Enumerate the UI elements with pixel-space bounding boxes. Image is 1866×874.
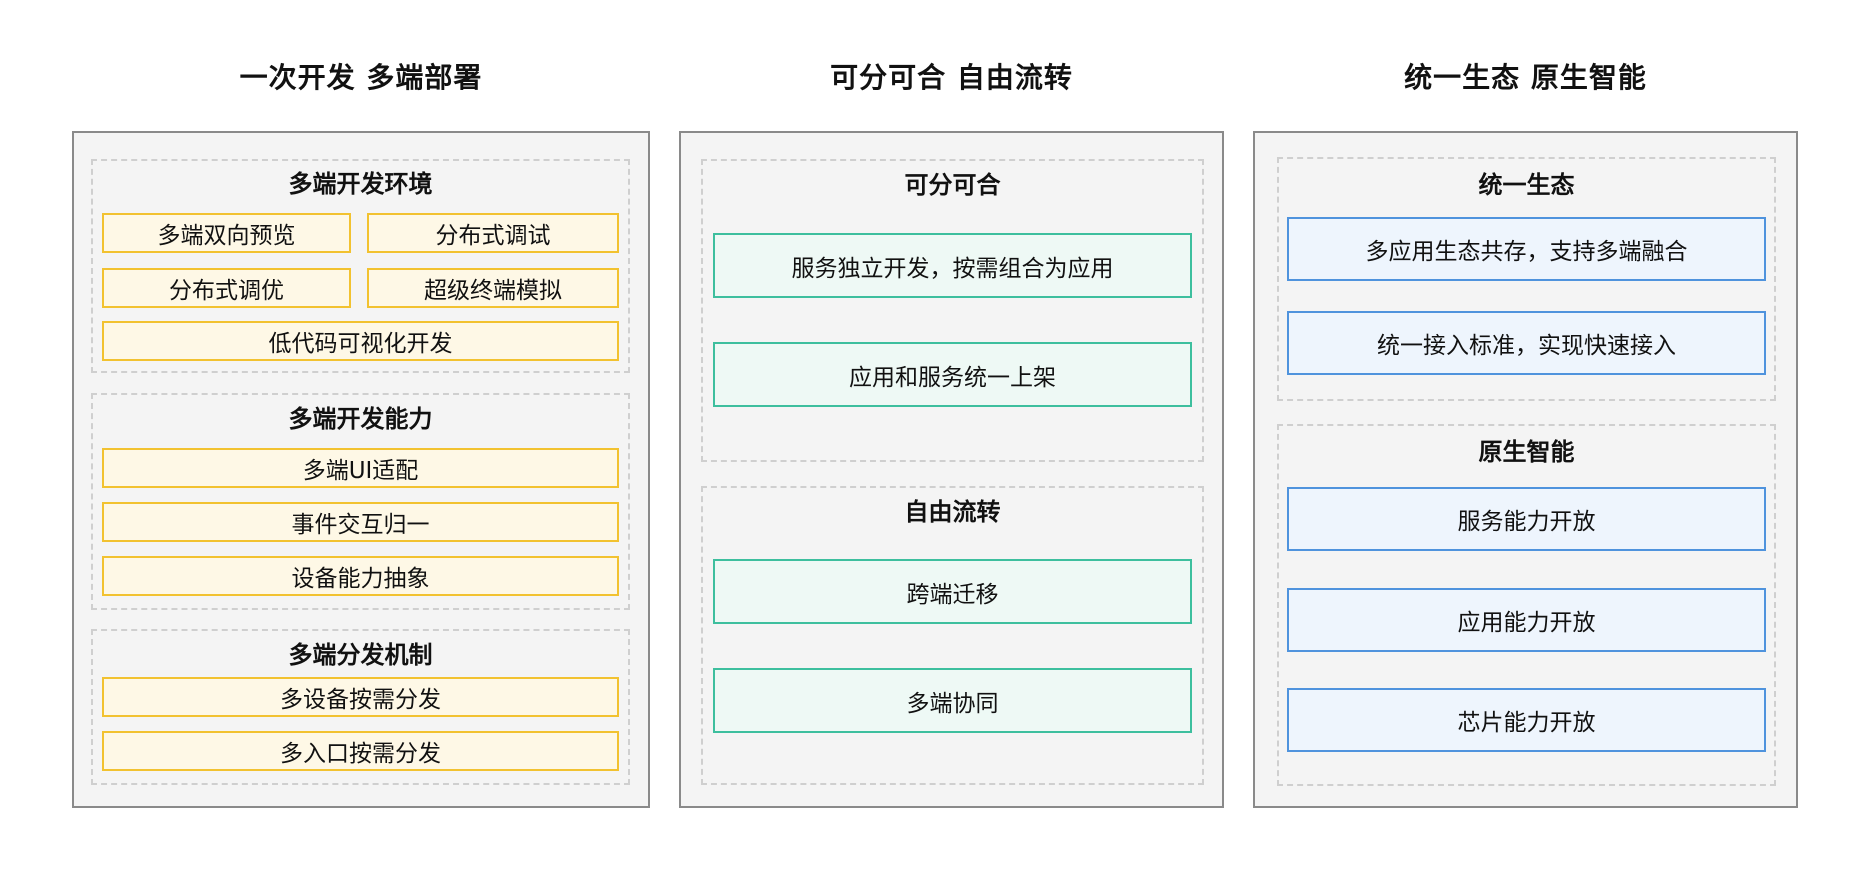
- panel-split-combine-flow: 可分可合 服务独立开发，按需组合为应用 应用和服务统一上架 自由流转 跨端迁移 …: [679, 131, 1224, 808]
- section-free-flow: 自由流转 跨端迁移 多端协同: [701, 486, 1204, 785]
- section-title: 自由流转: [904, 498, 1001, 526]
- column-2-title: 可分可合 自由流转: [830, 61, 1073, 94]
- section-title: 可分可合: [904, 171, 1001, 199]
- section-distribution: 多端分发机制 多设备按需分发 多入口按需分发: [91, 629, 630, 785]
- item-unified-listing: 应用和服务统一上架: [713, 342, 1192, 407]
- section-split-combine: 可分可合 服务独立开发，按需组合为应用 应用和服务统一上架: [701, 159, 1204, 462]
- item-unified-access: 统一接入标准，实现快速接入: [1287, 311, 1766, 375]
- item-cross-device-migration: 跨端迁移: [713, 559, 1192, 624]
- item-distributed-debug: 分布式调试: [367, 213, 619, 253]
- item-super-terminal-sim: 超级终端模拟: [367, 268, 619, 308]
- item-device-abstraction: 设备能力抽象: [102, 556, 619, 596]
- column-1-title: 一次开发 多端部署: [239, 61, 483, 94]
- section-unified-ecosystem: 统一生态 多应用生态共存，支持多端融合 统一接入标准，实现快速接入: [1277, 157, 1776, 401]
- item-ecosystem-coexist: 多应用生态共存，支持多端融合: [1287, 217, 1766, 281]
- section-dev-capability: 多端开发能力 多端UI适配 事件交互归一 设备能力抽象: [91, 393, 630, 610]
- section-title: 原生智能: [1478, 438, 1575, 466]
- section-title: 多端开发能力: [288, 405, 433, 433]
- item-multi-entry-dist: 多入口按需分发: [102, 731, 619, 771]
- section-title: 多端分发机制: [288, 641, 433, 669]
- item-independent-dev: 服务独立开发，按需组合为应用: [713, 233, 1192, 298]
- section-native-intelligence: 原生智能 服务能力开放 应用能力开放 芯片能力开放: [1277, 424, 1776, 786]
- item-ui-adaptation: 多端UI适配: [102, 448, 619, 488]
- item-event-unify: 事件交互归一: [102, 502, 619, 542]
- column-3-title: 统一生态 原生智能: [1404, 61, 1647, 94]
- item-multi-device-dist: 多设备按需分发: [102, 677, 619, 717]
- section-title: 多端开发环境: [288, 170, 433, 198]
- item-low-code: 低代码可视化开发: [102, 321, 619, 361]
- item-app-capability: 应用能力开放: [1287, 588, 1766, 652]
- panel-unified-ecosystem: 统一生态 多应用生态共存，支持多端融合 统一接入标准，实现快速接入 原生智能 服…: [1253, 131, 1798, 808]
- item-chip-capability: 芯片能力开放: [1287, 688, 1766, 752]
- item-service-capability: 服务能力开放: [1287, 487, 1766, 551]
- section-dev-environment: 多端开发环境 多端双向预览 分布式调试 分布式调优 超级终端模拟 低代码可视化开…: [91, 159, 630, 373]
- panel-multi-device-deploy: 多端开发环境 多端双向预览 分布式调试 分布式调优 超级终端模拟 低代码可视化开…: [72, 131, 650, 808]
- item-multi-device-collab: 多端协同: [713, 668, 1192, 733]
- item-multi-preview: 多端双向预览: [102, 213, 351, 253]
- item-distributed-tuning: 分布式调优: [102, 268, 351, 308]
- section-title: 统一生态: [1478, 171, 1575, 199]
